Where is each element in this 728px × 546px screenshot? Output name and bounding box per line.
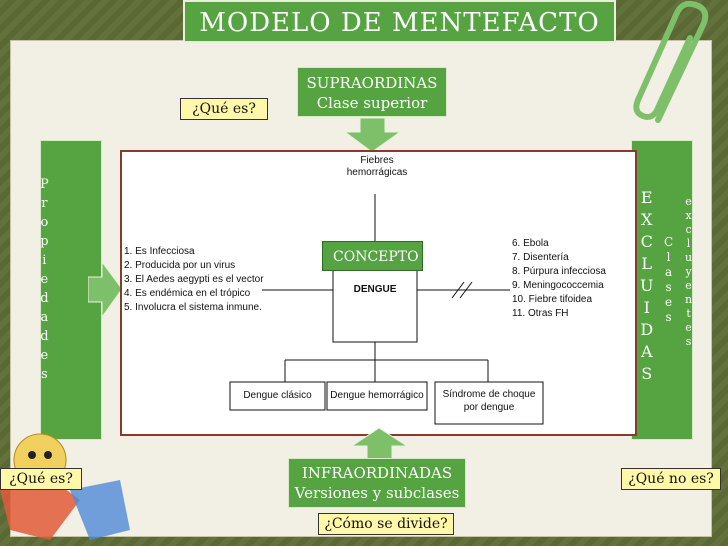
prop-letter: i (42, 253, 47, 268)
right-item: 6. Ebola (512, 238, 549, 249)
excl-letter: E (640, 188, 653, 207)
excl-letter: A (640, 342, 653, 361)
concept-label: CONCEPTO (322, 241, 423, 271)
arrow-right-icon (88, 262, 122, 317)
left-item: 5. Involucra el sistema inmune. (124, 302, 262, 313)
propiedades-vertical: P r o p i e d a d e s (40, 178, 49, 381)
arrow-up-icon (352, 428, 407, 460)
right-item: 7. Disentería (512, 252, 569, 263)
bottom-box-3-line-1: Síndrome de choque (442, 389, 536, 400)
excluyentes-letter: u (685, 251, 693, 264)
excluidas-question: ¿Qué no es? (621, 468, 721, 490)
excl-letter: X (641, 210, 653, 229)
excluyentes-letter: c (685, 223, 692, 236)
clases-letter: s (665, 310, 672, 324)
prop-letter: P (40, 177, 49, 192)
infra-question: ¿Cómo se divide? (318, 513, 454, 535)
excluyentes-letter: e (685, 279, 692, 292)
bottom-box-2: Dengue hemorrágico (330, 390, 424, 401)
excl-letter: I (643, 298, 650, 317)
dengue-mentefacto-diagram: Fiebres hemorrágicas DENGUE 1. Es Infecc… (120, 150, 637, 436)
excl-letter: L (641, 254, 653, 273)
right-item: 8. Púrpura infecciosa (512, 266, 606, 277)
supraordinadas-box: SUPRAORDINAS Clase superior (297, 67, 447, 117)
excluyentes-letter: l (686, 237, 691, 250)
excluyentes-letter: y (685, 265, 692, 278)
left-item: 2. Producida por un virus (124, 260, 236, 271)
prop-letter: e (40, 272, 49, 287)
left-item: 1. Es Infecciosa (124, 246, 195, 257)
diagram-center-label: DENGUE (353, 284, 397, 295)
excl-letter: C (640, 232, 653, 251)
clases-vertical: C l a s e s (664, 236, 673, 323)
prop-letter: p (40, 234, 49, 249)
diagram-top-label: Fiebres hemorrágicas (322, 155, 432, 179)
prop-letter: a (40, 310, 49, 325)
clases-letter: e (665, 295, 673, 309)
clases-letter: s (665, 280, 672, 294)
clases-letter: C (664, 235, 674, 249)
prop-letter: s (41, 367, 48, 382)
infraordinadas-sublabel: Versiones y subclases (294, 484, 460, 502)
prop-letter: r (41, 196, 48, 211)
prop-letter: d (40, 329, 49, 344)
right-item: 10. Fiebre tifoidea (512, 294, 593, 305)
page-title: MODELO DE MENTEFACTO (183, 0, 616, 43)
supraordinadas-label: SUPRAORDINAS (306, 74, 438, 92)
excluidas-vertical: E X C L U I D A S (640, 190, 653, 382)
prop-letter: o (40, 215, 49, 230)
propiedades-question: ¿Qué es? (0, 468, 82, 490)
excluyentes-letter: s (685, 335, 692, 348)
top-line-1: Fiebres (360, 155, 394, 166)
excluyentes-vertical: e x c l u y e n t e s (685, 196, 692, 347)
excl-letter: S (641, 364, 653, 383)
excluyentes-letter: e (685, 321, 692, 334)
supra-question: ¿Qué es? (180, 98, 268, 120)
right-item: 9. Meningococcemia (512, 280, 604, 291)
infraordinadas-label: INFRAORDINADAS (301, 464, 453, 482)
bottom-box-3: Síndrome de choque por dengue (435, 388, 543, 414)
diagram-connectors (229, 194, 544, 425)
diagram-right-list: 6. Ebola 7. Disentería 8. Púrpura infecc… (512, 237, 606, 321)
left-item: 3. El Aedes aegypti es el vector (124, 274, 264, 285)
supraordinadas-sublabel: Clase superior (316, 94, 428, 112)
diagram-left-list: 1. Es Infecciosa 2. Producida por un vir… (124, 245, 264, 315)
top-line-2: hemorrágicas (346, 167, 408, 178)
excluyentes-letter: t (686, 307, 691, 320)
excluyentes-letter: e (685, 195, 692, 208)
prop-letter: e (40, 348, 49, 363)
infraordinadas-box: INFRAORDINADAS Versiones y subclases (288, 458, 466, 508)
clases-letter: l (666, 250, 671, 264)
excluyentes-letter: n (685, 293, 693, 306)
excl-letter: U (640, 276, 654, 295)
excl-letter: D (640, 320, 654, 339)
bottom-box-1: Dengue clásico (243, 390, 312, 401)
arrow-down-icon (345, 118, 400, 152)
clases-letter: a (665, 265, 673, 279)
paperclip-decoration (633, 0, 709, 123)
bottom-box-3-line-2: por dengue (463, 402, 515, 413)
left-item: 4. Es endémica en el trópico (124, 288, 251, 299)
right-item: 11. Otras FH (512, 308, 569, 319)
prop-letter: d (40, 291, 49, 306)
excluyentes-letter: x (685, 209, 692, 222)
